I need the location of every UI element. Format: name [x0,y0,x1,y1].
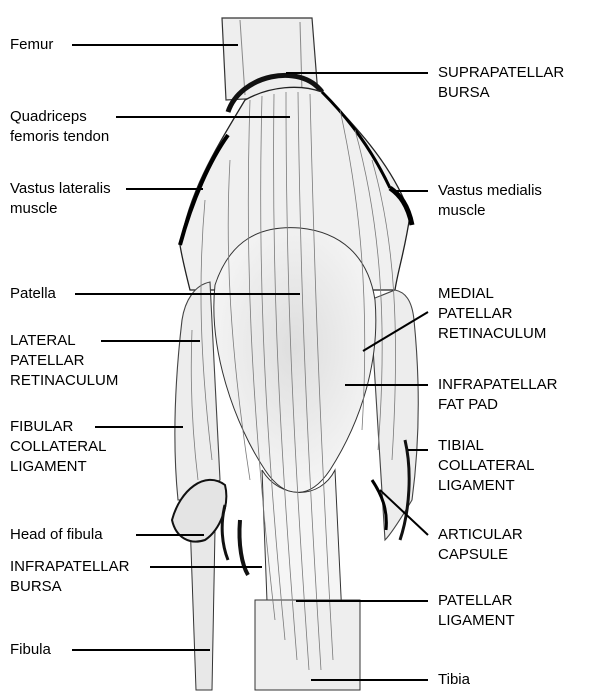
label-vastus-medialis-muscle: Vastus medialis muscle [438,181,542,221]
label-infrapatellar-fat-pad: INFRAPATELLAR FAT PAD [438,375,557,415]
label-patellar-ligament: PATELLAR LIGAMENT [438,591,515,631]
label-lateral-patellar-retinaculum: LATERAL PATELLAR RETINACULUM [10,331,118,391]
label-femur: Femur [10,35,53,55]
label-fibular-collateral-ligament: FIBULAR COLLATERAL LIGAMENT [10,417,106,477]
label-head-of-fibula: Head of fibula [10,525,103,545]
label-tibial-collateral-ligament: TIBIAL COLLATERAL LIGAMENT [438,436,534,496]
lateral-retinaculum-shape [175,282,220,500]
label-quadriceps-femoris-tendon: Quadriceps femoris tendon [10,107,109,147]
label-articular-capsule: ARTICULAR CAPSULE [438,525,523,565]
label-vastus-lateralis-muscle: Vastus lateralis muscle [10,179,111,219]
label-fibula: Fibula [10,640,51,660]
patella-shape [214,228,376,493]
label-tibia: Tibia [438,670,470,690]
label-medial-patellar-retinaculum: MEDIAL PATELLAR RETINACULUM [438,284,546,344]
label-infrapatellar-bursa: INFRAPATELLAR BURSA [10,557,129,597]
label-suprapatellar-bursa: SUPRAPATELLAR BURSA [438,63,564,103]
fibula-bone [190,520,215,690]
label-patella: Patella [10,284,56,304]
